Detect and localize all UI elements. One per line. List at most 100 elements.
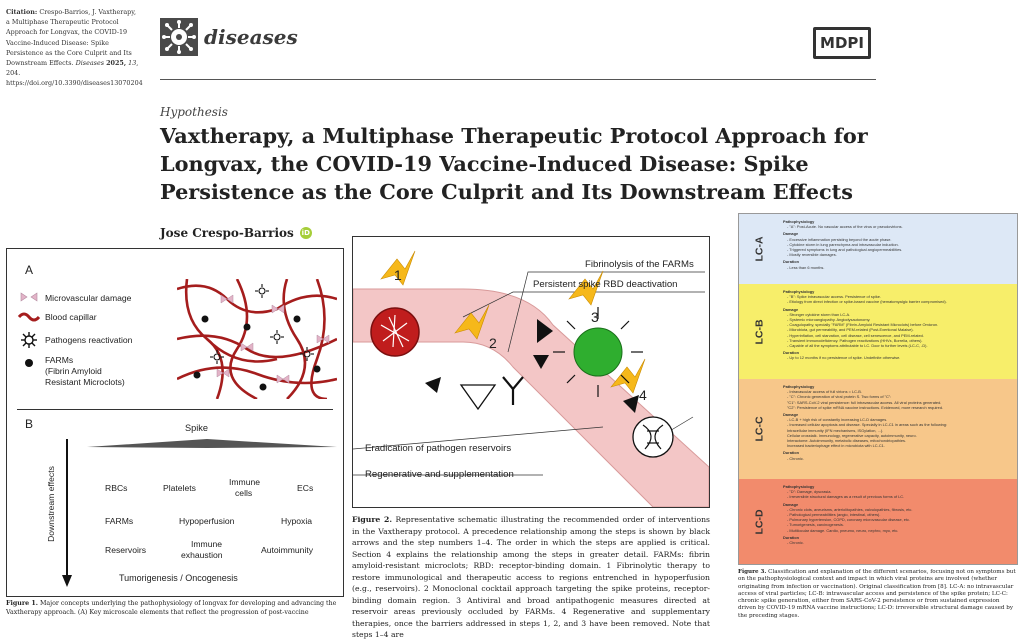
farm-icon bbox=[25, 359, 33, 367]
citation-label: Citation: bbox=[6, 8, 38, 16]
step-2-number: 2 bbox=[489, 335, 497, 351]
figure-1-caption-label: Figure 1. bbox=[6, 600, 38, 607]
lc-section-heading: Duration bbox=[783, 350, 799, 356]
lc-section-item: "C2": Persistence of spike mRNA vaccine … bbox=[787, 404, 944, 410]
node-hypoperfusion: Hypoperfusion bbox=[179, 516, 235, 526]
lc-section-heading: Damage bbox=[783, 231, 799, 237]
citation-article: 204. bbox=[6, 69, 21, 78]
therapy-schematic bbox=[353, 250, 709, 507]
citation-journal: Diseases bbox=[75, 59, 105, 68]
label-fibrinolysis: Fibrinolysis of the FARMs bbox=[585, 259, 694, 270]
figure-2-caption-label: Figure 2. bbox=[352, 515, 392, 524]
node-immune-cells-2: cells bbox=[235, 488, 253, 498]
journal-name: diseases bbox=[204, 25, 298, 49]
lc-c-tag: LC-C bbox=[753, 416, 766, 442]
panel-b-label: B bbox=[25, 417, 34, 431]
lc-section-item: Intracellular immunity (IFN mechanisms, … bbox=[787, 427, 884, 433]
lc-section-item: - Tumorigenesis, carcinogenesis. bbox=[787, 522, 844, 528]
lc-section-heading: Duration bbox=[783, 534, 799, 540]
label-eradication: Eradication of pathogen reservoirs bbox=[365, 443, 512, 454]
legend-pathogens: Pathogens reactivation bbox=[45, 335, 133, 345]
pathogen-icon bbox=[21, 332, 37, 348]
node-platelets: Platelets bbox=[163, 483, 196, 493]
lc-section-item: - Pathological permeabilities (angio, in… bbox=[787, 512, 881, 518]
legend-farms-2: (Fibrin Amyloid bbox=[45, 366, 102, 376]
downstream-arrow-icon bbox=[62, 439, 72, 587]
figure-2: 1 2 3 4 Fibrinolysis of the FARMs Persis… bbox=[352, 236, 710, 508]
lc-section-item: Interactome. Autoimmunity, metabolic dis… bbox=[787, 438, 907, 444]
spike-triangle-icon bbox=[459, 384, 497, 411]
label-rbd-deactivation: Persistent spike RBD deactivation bbox=[533, 279, 678, 290]
lc-section-item: - Coagulopathy, specially "FARM" (Fibrin… bbox=[787, 322, 939, 328]
figure-1-caption-text: Major concepts underlying the pathophysi… bbox=[6, 600, 337, 616]
lc-section-item: - Stronger cytokine storm than LC-A. bbox=[787, 311, 851, 317]
lc-c-body: Pathophysiology- Intravascular access of… bbox=[783, 382, 1013, 461]
lc-section-heading: Damage bbox=[783, 501, 799, 507]
citation-year: 2025, bbox=[106, 59, 127, 68]
node-rbcs: RBCs bbox=[105, 483, 128, 493]
lc-section-item: - Chronic. bbox=[787, 540, 804, 546]
author-name[interactable]: Jose Crespo-Barrios bbox=[160, 226, 294, 240]
lc-section-item: - "B": Spike intravascular access. Persi… bbox=[787, 294, 882, 300]
lc-section-item: - Microbiota, gut permeability, and PEM-… bbox=[787, 327, 914, 333]
publisher-logo: MDPI bbox=[813, 27, 871, 59]
lc-section-item: - Excessive inflammation persisting beyo… bbox=[787, 236, 892, 242]
legend-microvascular: Microvascular damage bbox=[45, 293, 132, 303]
dna-regeneration-icon bbox=[632, 416, 674, 458]
article-title: Vaxtherapy, a Multiphase Therapeutic Pro… bbox=[160, 123, 868, 204]
figure-2-caption: Figure 2. Representative schematic illus… bbox=[352, 514, 710, 641]
lc-a-body: Pathophysiology- "A": Post-Acute. No vas… bbox=[783, 217, 1013, 270]
lc-section-heading: Duration bbox=[783, 450, 799, 456]
article-type: Hypothesis bbox=[160, 105, 228, 119]
lc-section-item: - Capable of all the symptoms attributab… bbox=[787, 343, 928, 349]
lc-section-item: - LC-B + high risk of constantly increas… bbox=[787, 417, 888, 423]
lc-section-item: - Intravascular access of full virions =… bbox=[787, 389, 862, 395]
lc-section-item: - Cytokine storm in lung parenchyma and … bbox=[787, 241, 899, 247]
lc-section-heading: Damage bbox=[783, 412, 799, 418]
lc-section-item: - Hyperinflation, cell starvation, cell … bbox=[787, 332, 924, 338]
spike-wedge bbox=[87, 439, 337, 448]
lc-section-heading: Pathophysiology bbox=[783, 484, 815, 489]
pathogen-spiked-icon bbox=[553, 307, 643, 397]
lc-section-item: - Mostly reversible damages. bbox=[787, 252, 837, 258]
lc-section-item: - Less than 6 months. bbox=[787, 264, 825, 270]
figure-3-caption: Figure 3. Classification and explanation… bbox=[738, 569, 1018, 620]
orcid-icon[interactable]: iD bbox=[299, 227, 312, 239]
lc-section-item: Cellular crosstalk. Immunology, regenera… bbox=[787, 432, 917, 438]
node-immune-exhaustion-2: exhaustion bbox=[181, 550, 223, 560]
lc-section-item: - "A": Post-Acute. No vascular access of… bbox=[787, 224, 903, 230]
node-hypoxia: Hypoxia bbox=[281, 516, 313, 526]
precedence-arrow-icon bbox=[425, 377, 441, 393]
step-1-number: 1 bbox=[394, 267, 402, 283]
lc-section-item: - Triggered symptoms in lung and patholo… bbox=[787, 247, 903, 253]
lc-section-item: - Chronic. bbox=[787, 455, 804, 461]
lc-a-band: LC-A Pathophysiology- "A": Post-Acute. N… bbox=[739, 214, 1017, 284]
lc-d-tag: LC-D bbox=[753, 508, 766, 535]
journal-logo: diseases bbox=[160, 18, 298, 56]
lc-section-item: - Pulmonary hypertension, COPD, coronary… bbox=[787, 517, 911, 523]
lc-c-band: LC-C Pathophysiology- Intravascular acce… bbox=[739, 379, 1017, 479]
lc-b-body: Pathophysiology- "B": Spike intravascula… bbox=[783, 287, 1013, 361]
panel-a-label: A bbox=[25, 263, 34, 277]
figure-3-caption-label: Figure 3. bbox=[738, 569, 767, 575]
capillary-network-illustration bbox=[177, 279, 337, 399]
figure-3-caption-text: Classification and explanation of the di… bbox=[738, 569, 1016, 619]
citation-doi-link[interactable]: https://doi.org/10.3390/diseases13070204 bbox=[6, 79, 143, 88]
panel-divider bbox=[17, 409, 333, 410]
lc-section-heading: Damage bbox=[783, 306, 799, 312]
node-tumorigenesis: Tumorigenesis / Oncogenesis bbox=[119, 573, 238, 583]
figure-2-caption-text: Representative schematic illustrating th… bbox=[352, 515, 710, 639]
lc-d-body: Pathophysiology- "D": Damage, dyscrasia.… bbox=[783, 482, 1013, 545]
node-autoimmunity: Autoimmunity bbox=[261, 545, 314, 555]
lc-section-item: - Chronic clots, aneurisms, arteriolitop… bbox=[787, 506, 913, 512]
lc-section-item: - "C": Chronic generation of viral prote… bbox=[787, 394, 892, 400]
lc-d-band: LC-D Pathophysiology- "D": Damage, dyscr… bbox=[739, 479, 1017, 564]
lc-section-item: - Etiology from direct infection or spik… bbox=[787, 299, 947, 305]
node-immune-exhaustion-1: Immune bbox=[191, 539, 223, 549]
node-reservoirs: Reservoirs bbox=[105, 545, 147, 555]
microvascular-damage-icon bbox=[20, 292, 38, 302]
lc-section-item: - Increased cellular apoptosis and disea… bbox=[787, 422, 948, 428]
lc-section-item: - Up to 12 months if no persistence of s… bbox=[787, 355, 901, 361]
header-divider bbox=[160, 79, 876, 80]
lc-section-heading: Pathophysiology bbox=[783, 289, 815, 294]
